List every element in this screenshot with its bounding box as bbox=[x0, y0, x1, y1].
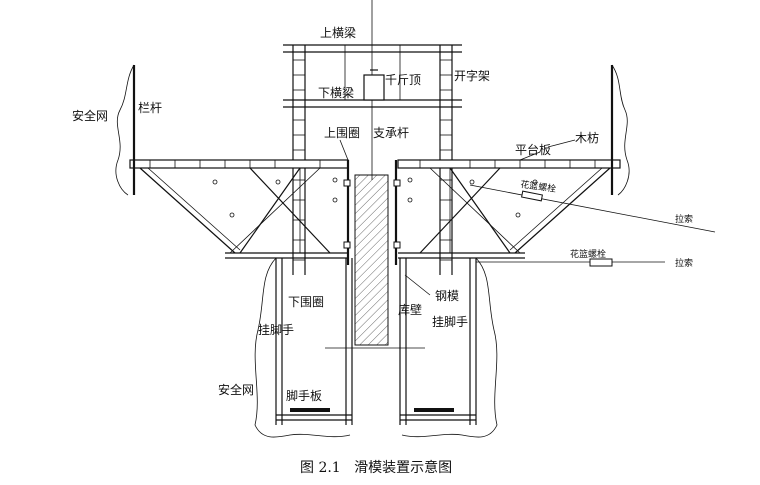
label-safety-net-bottom: 安全网 bbox=[218, 382, 254, 397]
safety-nets bbox=[115, 64, 630, 438]
label-turnbuckle-2: 花篮螺栓 bbox=[570, 248, 606, 260]
platform bbox=[129, 159, 621, 169]
label-hanging-scaffold-left: 挂脚手 bbox=[258, 322, 294, 337]
hanging-scaffold-right bbox=[399, 258, 477, 425]
label-railing: 栏杆 bbox=[138, 100, 162, 115]
label-wall: 库壁 bbox=[398, 302, 422, 317]
guy-lines bbox=[469, 184, 716, 267]
label-portal-frame: 开字架 bbox=[454, 68, 490, 83]
label-jack: 千斤顶 bbox=[385, 73, 421, 87]
label-steel-form: 钢模 bbox=[435, 289, 459, 303]
label-scaffold-board: 脚手板 bbox=[286, 388, 322, 403]
wall-section bbox=[354, 174, 389, 346]
railings bbox=[132, 65, 614, 195]
hanging-scaffold-left bbox=[275, 258, 353, 425]
label-guy-1: 拉索 bbox=[675, 213, 693, 225]
formwork bbox=[343, 160, 401, 265]
label-upper-beam: 上横梁 bbox=[320, 25, 356, 40]
right-truss bbox=[398, 167, 611, 259]
figure-caption: 图 2.1 滑模装置示意图 bbox=[300, 459, 452, 476]
label-lower-beam: 下横梁 bbox=[318, 85, 354, 100]
label-hanging-scaffold-right: 挂脚手 bbox=[432, 314, 468, 329]
label-safety-net-top: 安全网 bbox=[72, 108, 108, 123]
label-upper-ring: 上围圈 bbox=[324, 126, 360, 140]
leader-lines bbox=[339, 139, 576, 296]
label-support-rod: 支承杆 bbox=[373, 126, 409, 140]
label-lower-ring: 下围圈 bbox=[288, 295, 324, 309]
left-truss bbox=[139, 167, 348, 259]
label-platform-board: 平台板 bbox=[515, 142, 551, 157]
jack bbox=[363, 74, 385, 101]
label-guy-2: 拉索 bbox=[675, 257, 693, 269]
label-wood-purlin: 木枋 bbox=[575, 130, 599, 145]
